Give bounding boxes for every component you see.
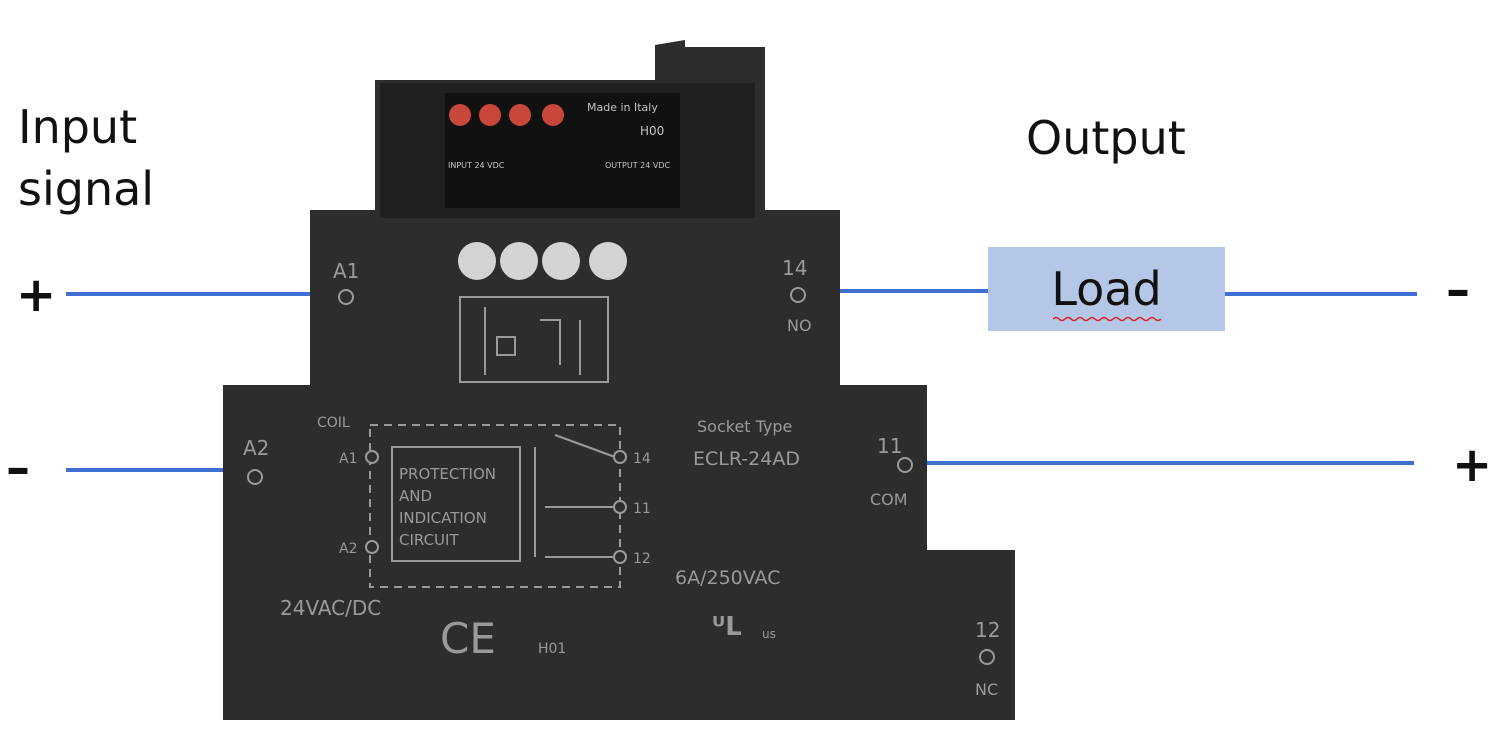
protection-line-3: INDICATION xyxy=(399,509,487,527)
terminal-11 xyxy=(897,457,913,473)
input-signal-label: Input signal xyxy=(18,100,155,216)
output-minus-sign: – xyxy=(1446,262,1470,318)
output-plus-sign: + xyxy=(1452,437,1493,493)
input-plus-wire xyxy=(66,292,330,296)
schematic-a2-label: A2 xyxy=(339,541,357,557)
terminal-a2-label: A2 xyxy=(243,436,269,460)
input-minus-wire xyxy=(66,468,226,472)
socket-type-value: ECLR-24AD xyxy=(693,448,800,470)
output-label: Output xyxy=(1026,111,1186,165)
input-minus-sign: – xyxy=(6,440,30,496)
relay-symbol-box xyxy=(459,296,609,383)
socket-type-label: Socket Type xyxy=(697,417,792,436)
terminal-a1-label: A1 xyxy=(333,259,359,283)
schematic-a2-terminal xyxy=(365,540,379,554)
protection-line-2: AND xyxy=(399,487,432,505)
terminal-14 xyxy=(790,287,806,303)
spellcheck-squiggle xyxy=(1053,316,1162,322)
voltage-text: 24VAC/DC xyxy=(280,596,381,620)
logo-dot-grey-4 xyxy=(589,242,627,280)
protection-line-4: CIRCUIT xyxy=(399,531,459,549)
protection-line-1: PROTECTION xyxy=(399,465,496,483)
output-plus-wire xyxy=(906,461,1414,465)
ce-mark: CE xyxy=(440,614,496,663)
logo-dot-red-4 xyxy=(542,104,564,126)
schematic-11-label: 11 xyxy=(633,501,651,517)
protection-circuit-box xyxy=(391,446,521,562)
output-wire-to-load xyxy=(840,289,990,293)
circuit-dashed-box xyxy=(369,424,621,588)
load-box: Load xyxy=(988,247,1225,331)
logo-dot-grey-2 xyxy=(500,242,538,280)
schematic-a1-label: A1 xyxy=(339,451,357,467)
terminal-12 xyxy=(979,649,995,665)
logo-dot-grey-3 xyxy=(542,242,580,280)
logo-dot-red-3 xyxy=(509,104,531,126)
schematic-12-terminal xyxy=(613,550,627,564)
terminal-com-label: COM xyxy=(870,490,908,509)
coil-label: COIL xyxy=(317,415,350,431)
input-plus-sign: + xyxy=(16,267,57,323)
terminal-a2 xyxy=(247,469,263,485)
logo-dot-red-1 xyxy=(449,104,471,126)
terminal-no-label: NO xyxy=(787,316,812,335)
terminal-a1 xyxy=(338,289,354,305)
terminal-14-label: 14 xyxy=(782,256,807,280)
schematic-contacts xyxy=(534,434,616,558)
ul-mark: us xyxy=(762,627,776,641)
output-minus-wire xyxy=(1223,292,1417,296)
code-top: H00 xyxy=(640,124,664,138)
terminal-12-label: 12 xyxy=(975,618,1000,642)
input-block-label: INPUT 24 VDC xyxy=(448,161,505,170)
logo-dot-grey-1 xyxy=(458,242,496,280)
schematic-11-terminal xyxy=(613,500,627,514)
schematic-12-label: 12 xyxy=(633,551,651,567)
rating-text: 6A/250VAC xyxy=(675,567,780,589)
logo-dot-red-2 xyxy=(479,104,501,126)
output-block-label: OUTPUT 24 VDC xyxy=(605,161,671,170)
relay-coil-symbol xyxy=(484,307,581,375)
made-in-italy: Made in Italy xyxy=(587,101,658,114)
schematic-a1-terminal xyxy=(365,450,379,464)
relay-module: Made in Italy H00 INPUT 24 VDC OUTPUT 24… xyxy=(223,40,1015,720)
code-bottom: H01 xyxy=(538,641,566,657)
ul-mark-glyph: ᵁL xyxy=(712,612,742,642)
terminal-nc-label: NC xyxy=(975,680,998,699)
schematic-14-terminal xyxy=(613,450,627,464)
load-label: Load xyxy=(1051,262,1162,322)
schematic-14-label: 14 xyxy=(633,451,651,467)
terminal-11-label: 11 xyxy=(877,434,902,458)
